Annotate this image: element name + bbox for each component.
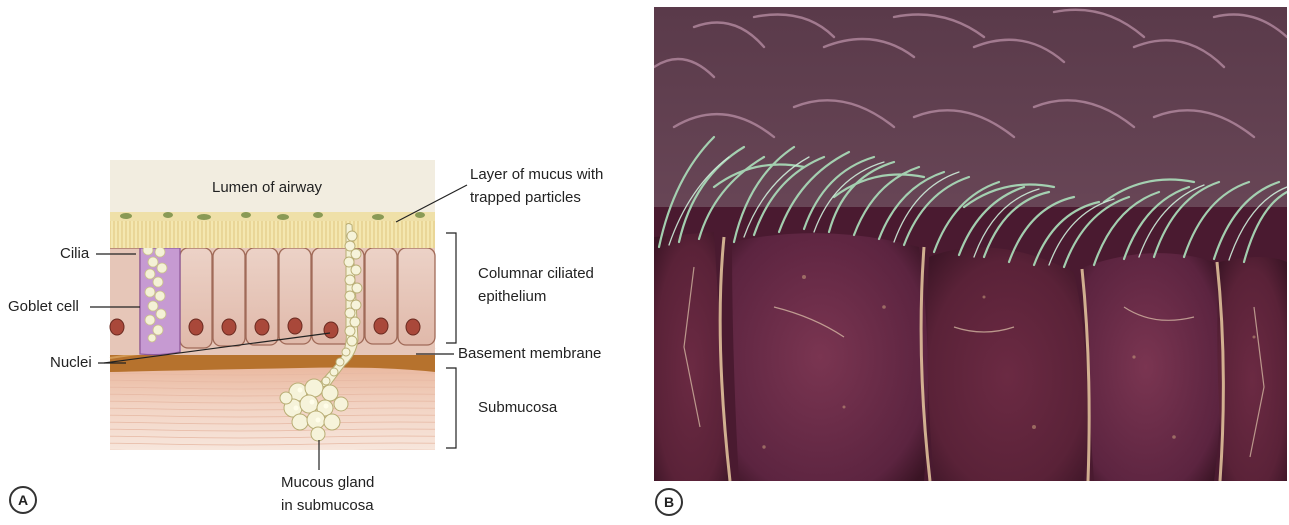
label-mucous-gland-1: Mucous gland	[281, 473, 374, 493]
label-mucus-layer-1: Layer of mucus with	[470, 165, 603, 185]
label-columnar-2: epithelium	[478, 287, 546, 307]
label-lumen: Lumen of airway	[212, 178, 322, 198]
label-mucus-layer-2: trapped particles	[470, 188, 581, 208]
label-columnar-1: Columnar ciliated	[478, 264, 594, 284]
label-mucous-gland-2: in submucosa	[281, 496, 374, 516]
label-nuclei: Nuclei	[50, 353, 92, 373]
airway-epithelium-illustration	[0, 0, 650, 525]
panel-b-micrograph	[654, 7, 1287, 481]
label-basement-membrane: Basement membrane	[458, 344, 601, 364]
epithelial-cells	[654, 207, 1287, 481]
panel-b-badge: B	[655, 488, 683, 516]
label-goblet-cell: Goblet cell	[8, 297, 79, 317]
panel-a-badge: A	[9, 486, 37, 514]
panel-a-diagram: Lumen of airway Layer of mucus with trap…	[0, 0, 650, 525]
mucus-layer	[110, 212, 435, 221]
label-submucosa: Submucosa	[478, 398, 557, 418]
label-cilia: Cilia	[60, 244, 89, 264]
sem-cilia-image	[654, 7, 1287, 481]
